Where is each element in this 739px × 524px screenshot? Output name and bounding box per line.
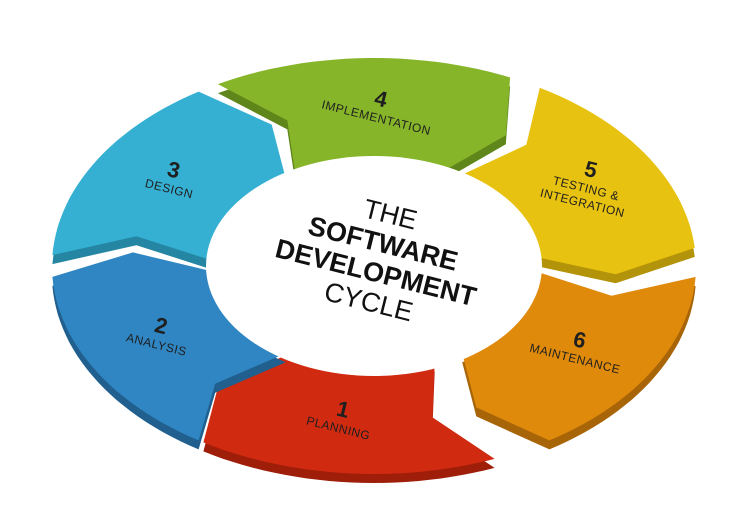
arrow-face — [217, 58, 511, 175]
stage-number: 5 — [582, 156, 600, 183]
stage-number: 6 — [571, 326, 589, 353]
stage-planning-arrow — [203, 354, 495, 483]
stage-number: 1 — [334, 396, 352, 423]
stage-implementation-arrow — [217, 58, 511, 184]
arrow-face — [457, 87, 695, 275]
center-disc — [206, 156, 542, 376]
stage-analysis-arrow — [52, 252, 286, 450]
stage-testing-integration-arrow — [457, 87, 695, 284]
arrow-face — [203, 354, 495, 474]
center-title: THE SOFTWARE DEVELOPMENT CYCLE — [272, 193, 479, 327]
stage-number: 2 — [152, 312, 170, 339]
arrow-face — [52, 252, 286, 441]
stage-number: 3 — [165, 156, 183, 183]
